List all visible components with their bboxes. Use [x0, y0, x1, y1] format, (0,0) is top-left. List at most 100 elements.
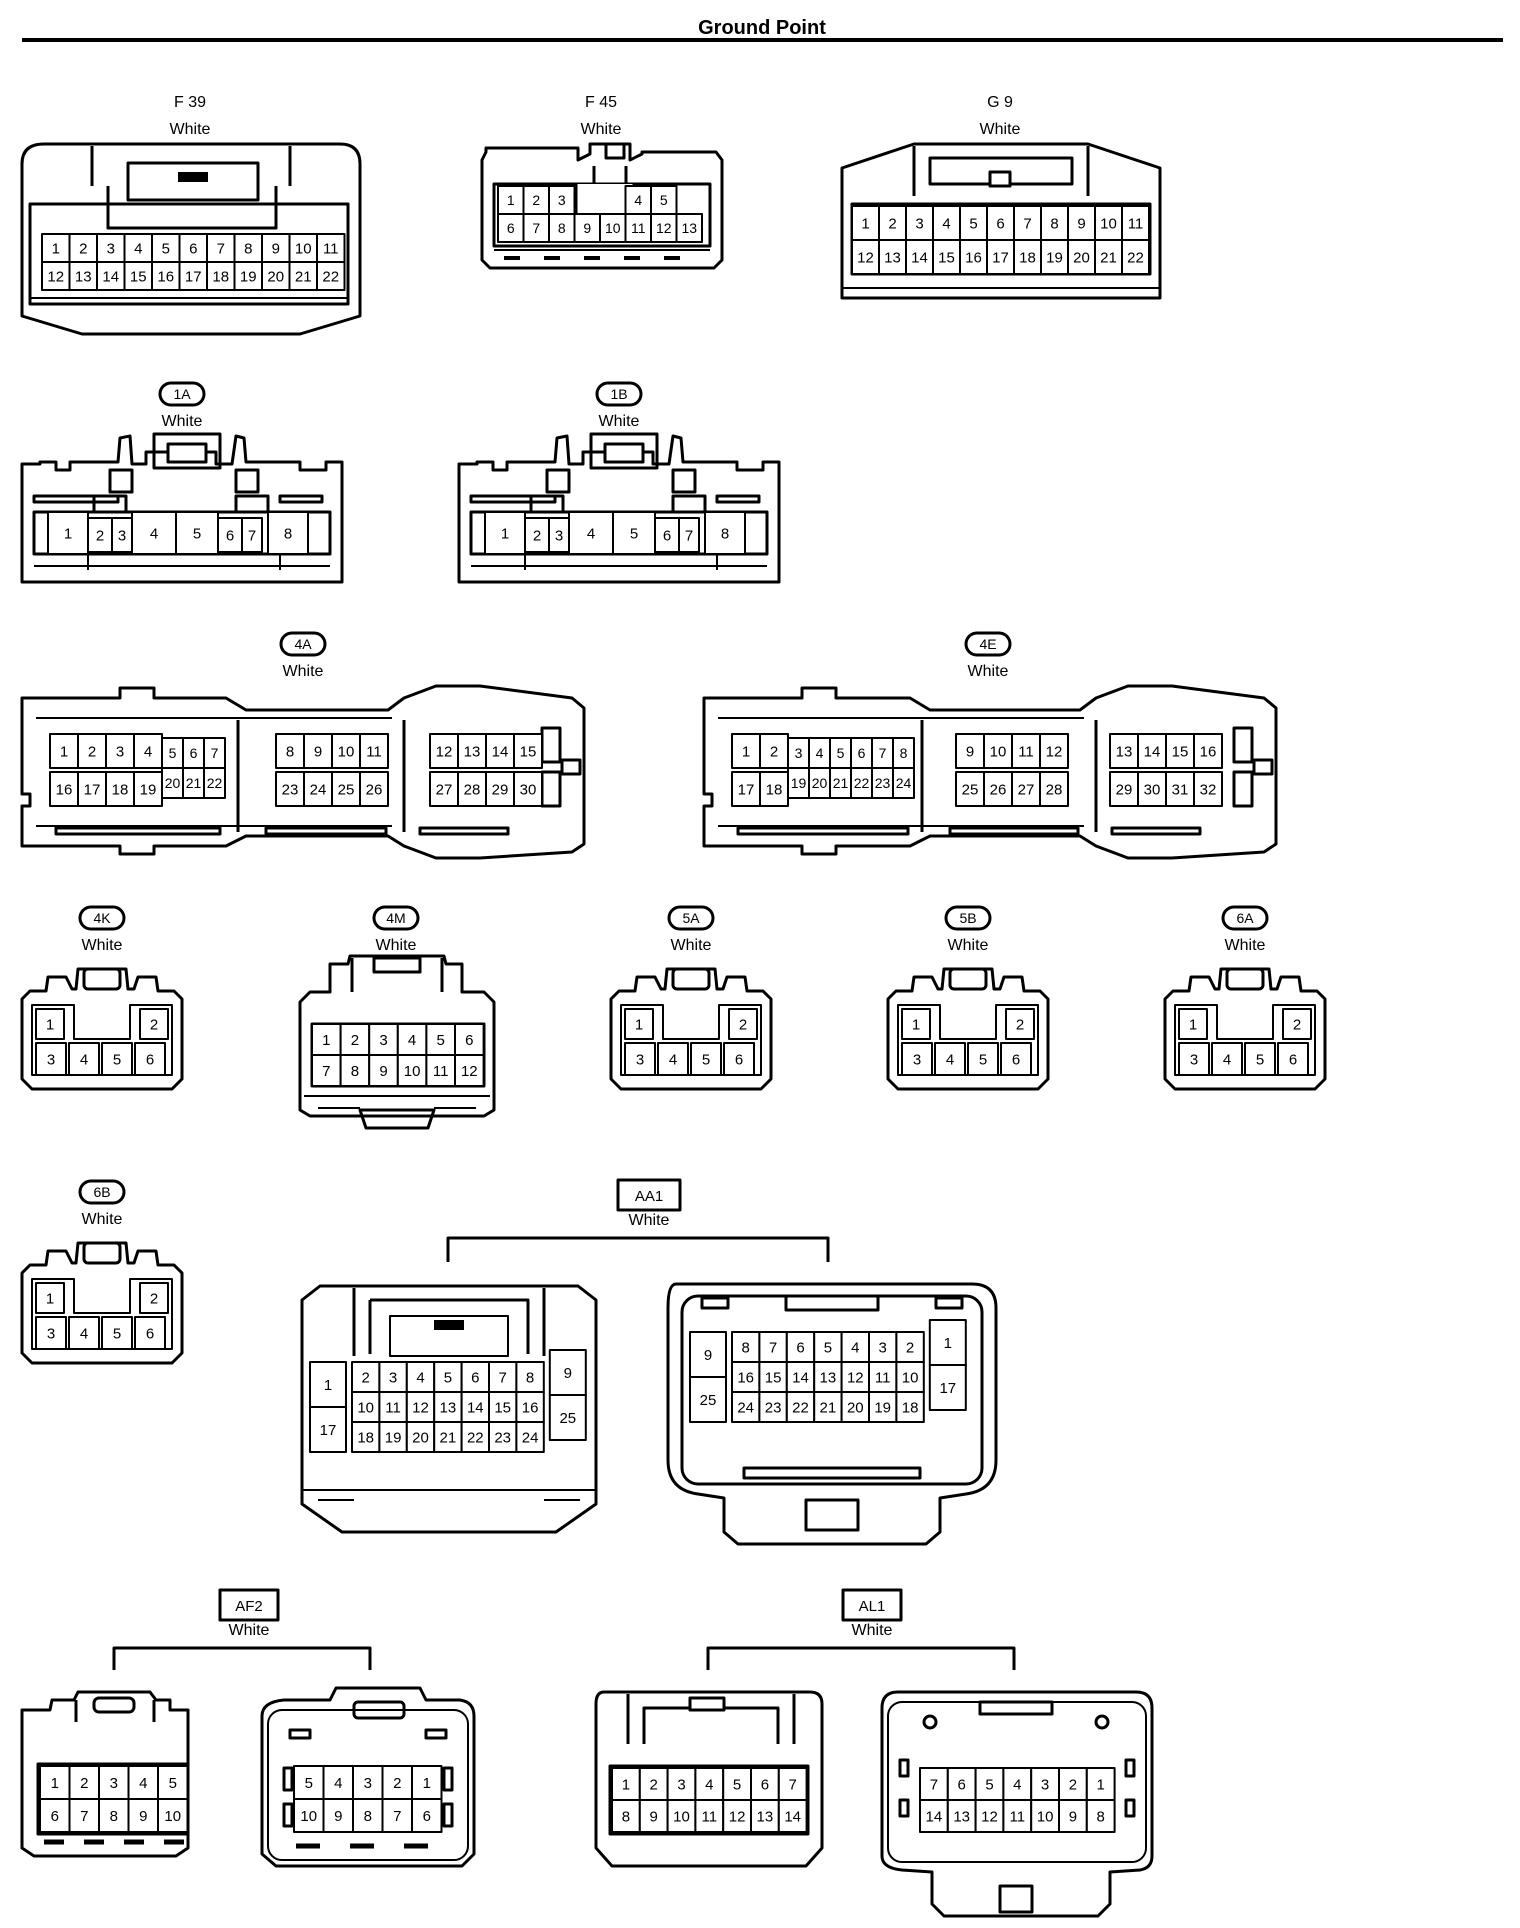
connector-id-frame — [944, 905, 992, 931]
pin-number: 25 — [338, 781, 355, 798]
pin-number: 11 — [1128, 215, 1144, 232]
pin-number: 3 — [677, 1776, 685, 1793]
pin-cell — [35, 1008, 65, 1040]
pin-cell — [1067, 239, 1096, 275]
pin-cell — [101, 1316, 133, 1350]
pin-number: 3 — [118, 527, 126, 544]
pin-cell — [675, 213, 703, 243]
pin-cell — [624, 1042, 656, 1076]
pin-number: 1 — [622, 1776, 630, 1793]
pin-cell — [139, 1008, 169, 1040]
pin-number: 7 — [685, 527, 693, 544]
pin-number: 9 — [1069, 1808, 1077, 1825]
pin-number: 4 — [705, 1776, 713, 1793]
pin-cell — [351, 1391, 381, 1423]
pin-number: 29 — [1116, 781, 1133, 798]
pin-number: 12 — [847, 1369, 864, 1386]
pin-number: 27 — [1018, 781, 1035, 798]
pin-number: 1 — [944, 1335, 952, 1352]
pin-number: 25 — [962, 781, 979, 798]
pin-cell — [405, 1361, 436, 1393]
pin-number: 5 — [837, 745, 845, 761]
pin-cell — [955, 733, 985, 769]
connector-id: 5A — [682, 910, 700, 926]
pin-number: 10 — [673, 1808, 690, 1825]
pin-number: 10 — [902, 1369, 919, 1386]
pin-number: 2 — [351, 1032, 359, 1049]
pin-number: 18 — [212, 268, 229, 285]
connector-color: White — [968, 663, 1009, 680]
pin-number: 5 — [1256, 1051, 1264, 1068]
pin-cell — [488, 1391, 518, 1423]
pin-cell — [892, 767, 915, 799]
pin-cell — [35, 1042, 67, 1076]
pin-number: 10 — [164, 1808, 181, 1825]
pin-cell — [868, 1331, 898, 1363]
pin-cell — [895, 1361, 925, 1393]
pin-cell — [513, 733, 543, 769]
pin-number: 8 — [1050, 215, 1058, 232]
pin-number: 5 — [113, 1325, 121, 1342]
pin-cell — [351, 1421, 381, 1453]
pin-number: 6 — [465, 1032, 473, 1049]
pin-number: 1 — [52, 240, 60, 257]
pin-cell — [378, 1421, 408, 1453]
pin-number: 13 — [440, 1399, 457, 1416]
pin-cell — [1002, 1767, 1033, 1801]
pin-number: 8 — [721, 525, 729, 542]
pin-number: 13 — [884, 249, 901, 266]
pin-cell — [1094, 239, 1123, 275]
pin-cell — [497, 213, 525, 243]
pin-cell — [1178, 1042, 1210, 1076]
pin-number: 11 — [875, 1369, 891, 1386]
pin-cell — [813, 1391, 843, 1423]
pin-cell — [41, 261, 71, 291]
pin-number: 7 — [80, 1808, 88, 1825]
pin-cell — [548, 185, 576, 215]
pin-cell — [548, 1349, 587, 1396]
pin-number: 6 — [423, 1808, 431, 1825]
pin-number: 2 — [79, 240, 87, 257]
pin-number: 27 — [436, 781, 453, 798]
pin-number: 10 — [1100, 215, 1117, 232]
pin-cell — [293, 1765, 325, 1800]
pin-cell — [68, 261, 98, 291]
pin-number: 7 — [248, 527, 256, 544]
pin-number: 22 — [792, 1399, 809, 1416]
pin-number: 23 — [282, 781, 299, 798]
pin-number: 10 — [990, 743, 1007, 760]
pin-cell — [134, 1316, 166, 1350]
pin-cell — [203, 767, 226, 799]
pin-cell — [1039, 771, 1069, 807]
pin-number: 9 — [1077, 215, 1085, 232]
pin-cell — [127, 1798, 159, 1833]
pin-number: 10 — [357, 1399, 374, 1416]
pin-number: 13 — [75, 268, 92, 285]
pin-cell — [331, 771, 361, 807]
pin-cell — [359, 771, 389, 807]
pin-number: 16 — [737, 1369, 754, 1386]
pin-number: 24 — [737, 1399, 754, 1416]
connector-color: White — [1225, 937, 1266, 954]
pin-number: 6 — [226, 527, 234, 544]
pin-cell — [522, 185, 550, 215]
pin-cell — [98, 1798, 130, 1833]
pin-number: 9 — [564, 1365, 572, 1382]
pin-number: 8 — [284, 525, 292, 542]
pin-number: 18 — [902, 1399, 919, 1416]
pin-cell — [267, 511, 309, 555]
pin-number: 9 — [314, 743, 322, 760]
pin-cell — [983, 771, 1013, 807]
pin-number: 19 — [874, 1399, 891, 1416]
pin-number: 4 — [634, 192, 642, 208]
pin-cell — [548, 213, 576, 243]
connector-id: F 39 — [174, 94, 206, 111]
pin-number: 17 — [84, 781, 101, 798]
pin-number: 6 — [190, 745, 198, 761]
pin-number: 8 — [622, 1808, 630, 1825]
connector-color: White — [852, 1622, 893, 1639]
pin-number: 16 — [965, 249, 982, 266]
